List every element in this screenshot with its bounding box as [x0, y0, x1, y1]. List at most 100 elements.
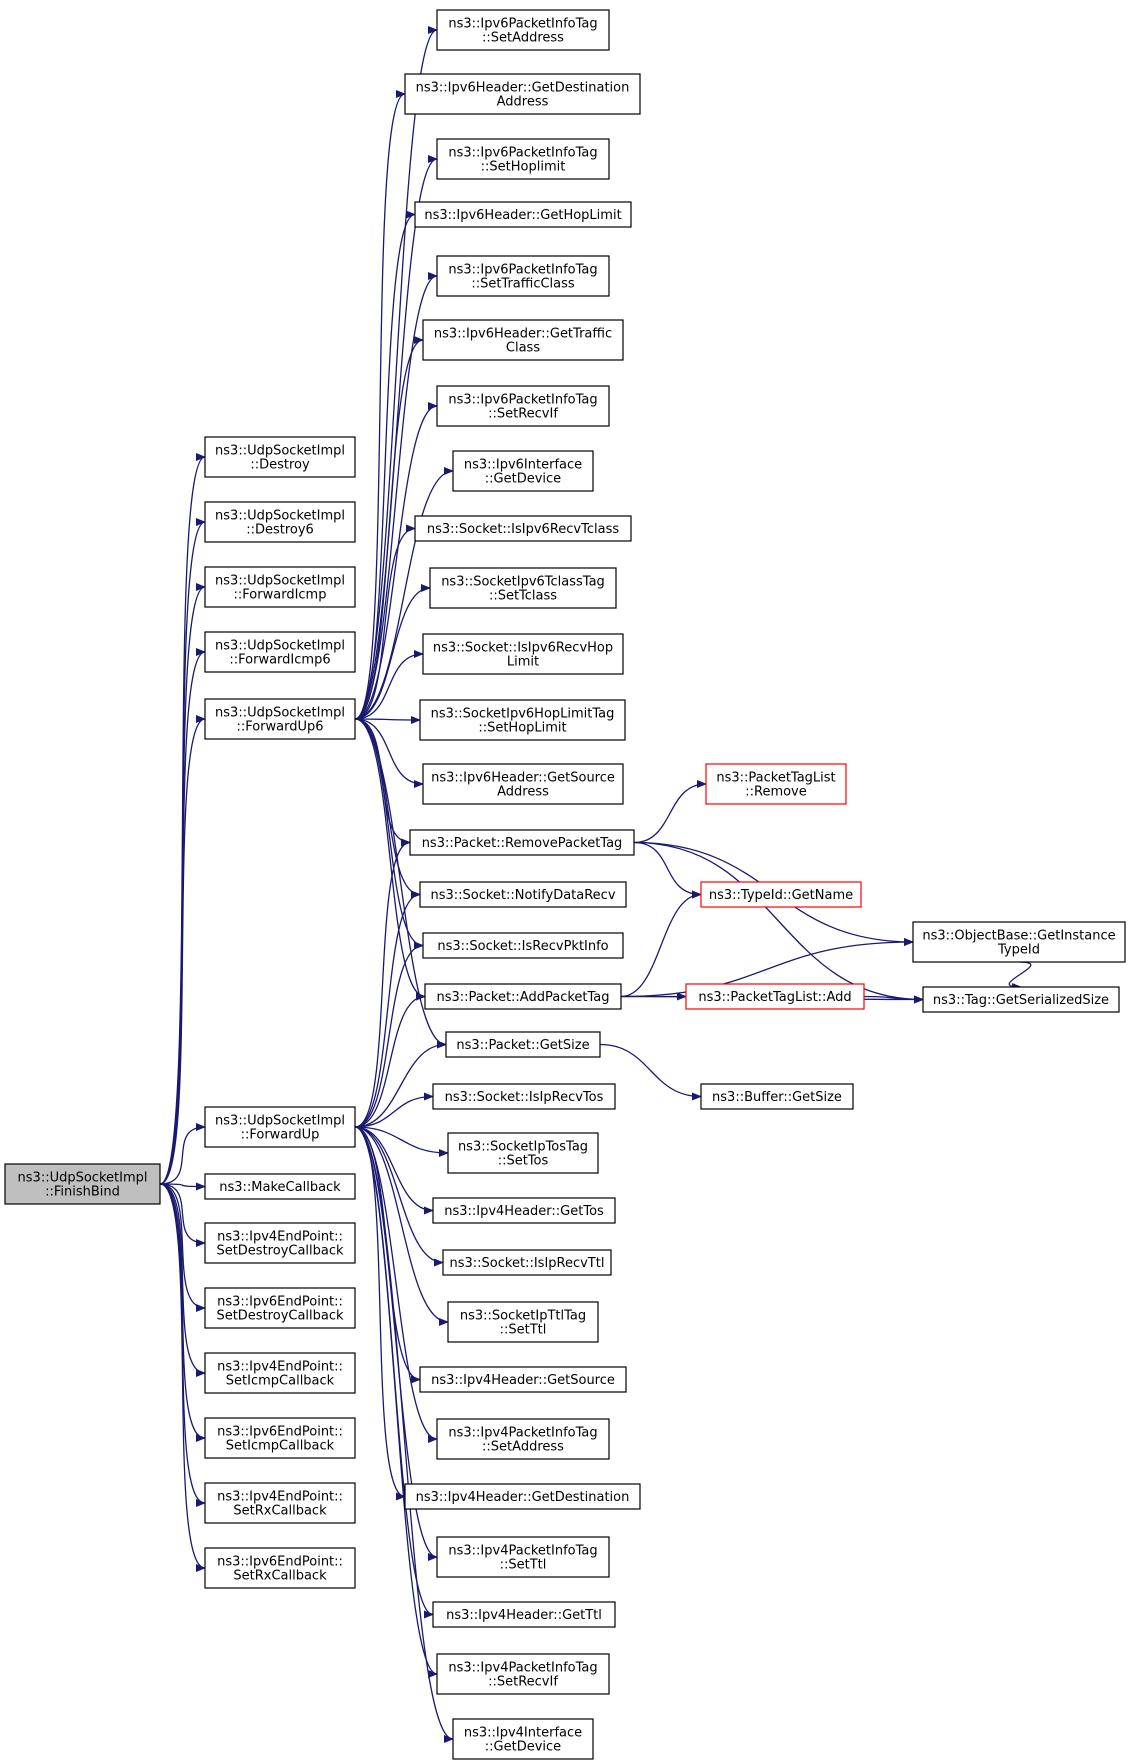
node-tclasstag[interactable]: ns3::SocketIpv6TclassTag::SetTclass [429, 567, 617, 609]
node-hoptag[interactable]: ns3::SocketIpv6HopLimitTag::SetHopLimit [419, 699, 626, 741]
node-v4if_getdev[interactable]: ns3::Ipv4Interface::GetDevice [452, 1718, 594, 1760]
node-box-v6h_getsrc[interactable] [422, 763, 624, 805]
node-v4destroycb[interactable]: ns3::Ipv4EndPoint::SetDestroyCallback [204, 1222, 356, 1264]
node-destroy6[interactable]: ns3::UdpSocketImpl::Destroy6 [204, 501, 356, 543]
node-box-v4destroycb[interactable] [204, 1222, 356, 1264]
node-box-v6h_gethop[interactable] [414, 201, 632, 228]
node-box-destroy6[interactable] [204, 501, 356, 543]
node-v4icmpcb[interactable]: ns3::Ipv4EndPoint::SetIcmpCallback [204, 1352, 356, 1394]
node-box-v6rxcb[interactable] [204, 1547, 356, 1589]
node-makecb[interactable]: ns3::MakeCallback [204, 1173, 356, 1200]
node-box-v6if_getdev[interactable] [452, 450, 594, 492]
node-v4pit_setaddr[interactable]: ns3::Ipv4PacketInfoTag::SetAddress [436, 1418, 610, 1460]
node-v4pit_setrecvif[interactable]: ns3::Ipv4PacketInfoTag::SetRecvIf [436, 1653, 610, 1695]
node-ptl_remove[interactable]: ns3::PacketTagList::Remove [705, 763, 847, 805]
node-v4h_getttl[interactable]: ns3::Ipv4Header::GetTtl [432, 1601, 616, 1628]
node-box-hoptag[interactable] [419, 699, 626, 741]
node-box-v4h_getsrc[interactable] [419, 1366, 627, 1393]
node-box-v6pit_settc[interactable] [436, 255, 610, 297]
node-sock_notify[interactable]: ns3::Socket::NotifyDataRecv [419, 881, 627, 908]
node-box-sock_isipttl[interactable] [442, 1249, 612, 1276]
node-box-v4icmpcb[interactable] [204, 1352, 356, 1394]
node-box-objbase[interactable] [912, 921, 1126, 963]
node-ptl_add[interactable]: ns3::PacketTagList::Add [685, 983, 865, 1010]
node-box-v6pit_sethop[interactable] [436, 138, 610, 180]
node-v6icmpcb[interactable]: ns3::Ipv6EndPoint::SetIcmpCallback [204, 1417, 356, 1459]
node-box-v6destroycb[interactable] [204, 1287, 356, 1329]
node-sock_isiptos[interactable]: ns3::Socket::IsIpRecvTos [432, 1083, 616, 1110]
node-fwdicmp[interactable]: ns3::UdpSocketImpl::ForwardIcmp [204, 566, 356, 608]
node-box-v4h_getttl[interactable] [432, 1601, 616, 1628]
node-v6pit_setrecvif[interactable]: ns3::Ipv6PacketInfoTag::SetRecvIf [436, 385, 610, 427]
node-buf_getsize[interactable]: ns3::Buffer::GetSize [700, 1083, 854, 1110]
node-box-pkt_add[interactable] [424, 983, 622, 1010]
node-v4h_getdest[interactable]: ns3::Ipv4Header::GetDestination [404, 1483, 641, 1510]
node-root[interactable]: ns3::UdpSocketImpl::FinishBind [4, 1163, 161, 1205]
node-v6pit_setaddr[interactable]: ns3::Ipv6PacketInfoTag::SetAddress [436, 9, 610, 51]
node-tostag[interactable]: ns3::SocketIpTosTag::SetTos [447, 1132, 599, 1174]
node-box-fwdicmp6[interactable] [204, 631, 356, 673]
node-box-fwdicmp[interactable] [204, 566, 356, 608]
node-v6destroycb[interactable]: ns3::Ipv6EndPoint::SetDestroyCallback [204, 1287, 356, 1329]
node-v4h_getsrc[interactable]: ns3::Ipv4Header::GetSource [419, 1366, 627, 1393]
node-box-v4pit_setttl[interactable] [436, 1536, 610, 1578]
node-sock_isipttl[interactable]: ns3::Socket::IsIpRecvTtl [442, 1249, 612, 1276]
node-box-v6pit_setrecvif[interactable] [436, 385, 610, 427]
node-box-pkt_remove[interactable] [409, 829, 635, 856]
node-box-sock_notify[interactable] [419, 881, 627, 908]
node-v6if_getdev[interactable]: ns3::Ipv6Interface::GetDevice [452, 450, 594, 492]
node-box-sock_isv6tclass[interactable] [414, 515, 632, 542]
node-box-v4pit_setrecvif[interactable] [436, 1653, 610, 1695]
node-box-tag_getsize[interactable] [922, 986, 1120, 1013]
node-box-tclasstag[interactable] [429, 567, 617, 609]
node-box-v4h_gettos[interactable] [432, 1197, 616, 1224]
node-box-v6h_getdest[interactable] [404, 73, 641, 115]
node-destroy[interactable]: ns3::UdpSocketImpl::Destroy [204, 436, 356, 478]
node-pkt_getsize[interactable]: ns3::Packet::GetSize [445, 1031, 601, 1058]
node-sock_isrecvpkt[interactable]: ns3::Socket::IsRecvPktInfo [422, 932, 624, 959]
node-box-makecb[interactable] [204, 1173, 356, 1200]
node-v6h_gethop[interactable]: ns3::Ipv6Header::GetHopLimit [414, 201, 632, 228]
node-box-ttltag[interactable] [447, 1301, 599, 1343]
node-box-destroy[interactable] [204, 436, 356, 478]
node-box-sock_isiptos[interactable] [432, 1083, 616, 1110]
node-box-ptl_add[interactable] [685, 983, 865, 1010]
node-box-pkt_getsize[interactable] [445, 1031, 601, 1058]
node-v6rxcb[interactable]: ns3::Ipv6EndPoint::SetRxCallback [204, 1547, 356, 1589]
node-box-sock_isrecvpkt[interactable] [422, 932, 624, 959]
node-typeid_getname[interactable]: ns3::TypeId::GetName [700, 881, 862, 908]
node-box-typeid_getname[interactable] [700, 881, 862, 908]
node-box-buf_getsize[interactable] [700, 1083, 854, 1110]
node-fwdup[interactable]: ns3::UdpSocketImpl::ForwardUp [204, 1106, 356, 1148]
node-pkt_remove[interactable]: ns3::Packet::RemovePacketTag [409, 829, 635, 856]
node-v4rxcb[interactable]: ns3::Ipv4EndPoint::SetRxCallback [204, 1482, 356, 1524]
node-fwdicmp6[interactable]: ns3::UdpSocketImpl::ForwardIcmp6 [204, 631, 356, 673]
node-box-fwdup[interactable] [204, 1106, 356, 1148]
node-box-v4rxcb[interactable] [204, 1482, 356, 1524]
node-box-sock_isv6hop[interactable] [422, 633, 624, 675]
node-box-root[interactable] [4, 1163, 161, 1205]
node-fwdup6[interactable]: ns3::UdpSocketImpl::ForwardUp6 [204, 698, 356, 740]
node-box-fwdup6[interactable] [204, 698, 356, 740]
node-ttltag[interactable]: ns3::SocketIpTtlTag::SetTtl [447, 1301, 599, 1343]
node-box-v6icmpcb[interactable] [204, 1417, 356, 1459]
node-pkt_add[interactable]: ns3::Packet::AddPacketTag [424, 983, 622, 1010]
node-box-tostag[interactable] [447, 1132, 599, 1174]
node-box-v6pit_setaddr[interactable] [436, 9, 610, 51]
node-box-v6h_gettc[interactable] [422, 319, 624, 361]
node-v4h_gettos[interactable]: ns3::Ipv4Header::GetTos [432, 1197, 616, 1224]
node-box-v4pit_setaddr[interactable] [436, 1418, 610, 1460]
node-box-v4if_getdev[interactable] [452, 1718, 594, 1760]
node-tag_getsize[interactable]: ns3::Tag::GetSerializedSize [922, 986, 1120, 1013]
node-sock_isv6tclass[interactable]: ns3::Socket::IsIpv6RecvTclass [414, 515, 632, 542]
node-box-v4h_getdest[interactable] [404, 1483, 641, 1510]
node-v6pit_settc[interactable]: ns3::Ipv6PacketInfoTag::SetTrafficClass [436, 255, 610, 297]
node-v6pit_sethop[interactable]: ns3::Ipv6PacketInfoTag::SetHoplimit [436, 138, 610, 180]
node-v4pit_setttl[interactable]: ns3::Ipv4PacketInfoTag::SetTtl [436, 1536, 610, 1578]
node-box-ptl_remove[interactable] [705, 763, 847, 805]
